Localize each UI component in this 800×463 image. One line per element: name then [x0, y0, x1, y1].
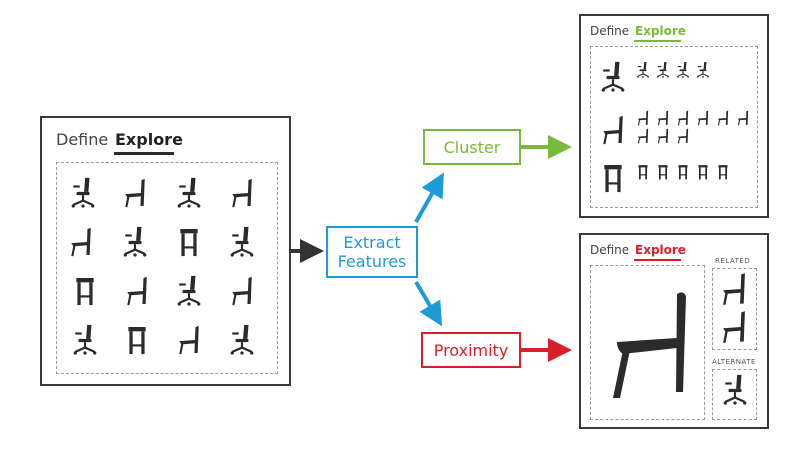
office-chair-icon: [600, 60, 626, 93]
lounge-chair-icon: [637, 110, 649, 126]
stool-icon: [698, 165, 708, 180]
alternate-label: ALTERNATE: [712, 358, 756, 366]
tab-define[interactable]: Define: [590, 24, 630, 38]
office-chair-icon: [229, 226, 255, 258]
main-view-area: [590, 265, 705, 420]
lounge-chair-icon: [677, 110, 689, 126]
stool-icon: [128, 327, 146, 355]
lounge-chair-icon: [717, 110, 729, 126]
alternate-chair-icon: [722, 374, 748, 406]
chair-grid: [70, 177, 255, 356]
related-chair-icon: [723, 273, 745, 305]
related-label: RELATED: [715, 257, 751, 265]
extract-features-node[interactable]: Extract Features: [326, 226, 418, 278]
stool-icon: [678, 165, 688, 180]
stool-icon: [658, 165, 668, 180]
proximity-node[interactable]: Proximity: [421, 332, 521, 368]
tab-define[interactable]: Define: [590, 243, 630, 257]
lounge-chair-icon: [737, 110, 749, 126]
cluster-label: Cluster: [443, 137, 501, 157]
lounge-chair-icon: [677, 128, 689, 144]
stool-icon: [638, 165, 648, 180]
lounge-chair-icon: [71, 227, 91, 257]
cluster-area: [590, 46, 758, 208]
proximity-result-panel: Define Explore RELATED ALTERNATE: [579, 233, 769, 429]
lounge-chair-icon: [127, 276, 147, 306]
related-chair-icon: [723, 311, 745, 343]
tab-define[interactable]: Define: [56, 130, 109, 149]
selected-chair-icon: [613, 292, 686, 398]
lounge-chair-icon: [637, 128, 649, 144]
tab-explore[interactable]: Explore: [635, 24, 686, 38]
explore-underline: [634, 40, 681, 42]
office-chair-icon: [70, 177, 96, 209]
chair-grid-area: [56, 162, 278, 374]
office-chair-icon: [72, 324, 98, 356]
proximity-label: Proximity: [433, 340, 509, 360]
extract-features-label: Extract Features: [337, 233, 407, 271]
tab-explore[interactable]: Explore: [115, 130, 183, 149]
lounge-chair-icon: [179, 325, 199, 355]
lounge-chair-icon: [697, 110, 709, 126]
stool-icon: [180, 229, 198, 257]
office-chair-icon: [696, 62, 710, 78]
tab-explore[interactable]: Explore: [635, 243, 686, 257]
office-chair-icon: [176, 275, 202, 307]
lounge-chair-icon: [657, 128, 669, 144]
office-chair-icon: [176, 177, 202, 209]
stool-icon: [76, 278, 94, 306]
lounge-chair-icon: [657, 110, 669, 126]
explore-underline: [634, 259, 681, 261]
lounge-chair-icon: [232, 178, 252, 208]
arrow-to-proximity: [414, 280, 443, 327]
related-area: [712, 268, 757, 350]
office-chair-icon: [122, 226, 148, 258]
explore-underline: [114, 152, 174, 155]
lounge-chair-icon: [232, 276, 252, 306]
lounge-chair-icon: [125, 178, 145, 208]
alternate-area: [712, 369, 757, 420]
stool-icon: [718, 165, 728, 180]
stool-icon: [604, 165, 622, 193]
office-chair-icon: [656, 62, 670, 78]
office-chair-icon: [676, 62, 690, 78]
cluster-node[interactable]: Cluster: [423, 129, 521, 165]
office-chair-icon: [636, 62, 650, 78]
arrow-to-cluster: [414, 172, 444, 223]
cluster-rows: [600, 60, 749, 193]
office-chair-icon: [229, 324, 255, 356]
lounge-chair-icon: [603, 115, 623, 145]
